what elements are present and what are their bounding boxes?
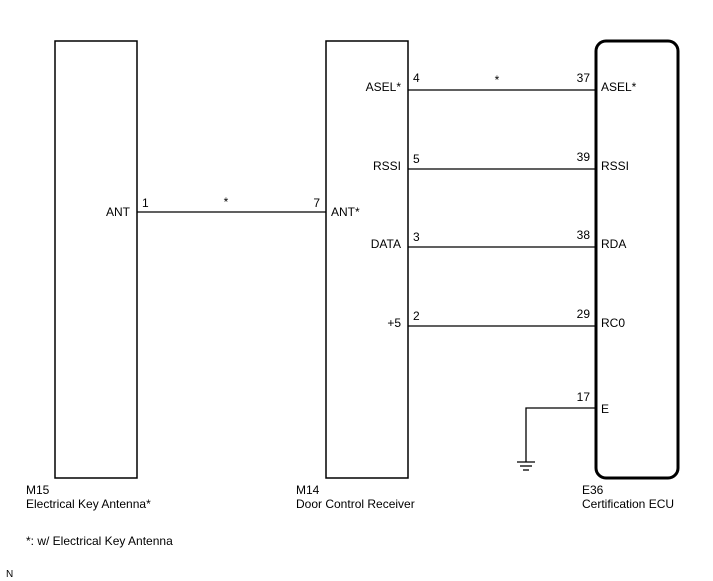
- e36-terminal-label: RC0: [601, 316, 625, 330]
- m14-left-pin-number: 7: [313, 196, 320, 210]
- m15-pin-number: 1: [142, 196, 149, 210]
- wire-mark-asel: *: [495, 73, 500, 87]
- m14-left-terminal-label: ANT*: [331, 205, 360, 219]
- e36-name: Certification ECU: [582, 497, 674, 511]
- m15-antenna-box: [54, 40, 138, 479]
- e36-terminal-label: RSSI: [601, 159, 629, 173]
- m14-code: M14: [296, 483, 320, 497]
- e36-terminal-label: RDA: [601, 237, 626, 251]
- m14-terminal-label: RSSI: [373, 159, 401, 173]
- m14-pin-number: 4: [413, 71, 420, 85]
- wire-mark-ant: *: [224, 195, 229, 209]
- e36-pin-number: 17: [577, 390, 591, 404]
- m14-pin-number: 2: [413, 309, 420, 323]
- m15-terminal-label: ANT: [106, 205, 131, 219]
- e36-pin-number: 39: [577, 150, 591, 164]
- m14-terminal-label: DATA: [371, 237, 401, 251]
- e36-code: E36: [582, 483, 604, 497]
- m15-name: Electrical Key Antenna*: [26, 497, 151, 511]
- corner-mark: N: [6, 569, 13, 580]
- m14-terminal-label: ASEL*: [366, 80, 402, 94]
- e36-ecu-box: [594, 39, 680, 480]
- m14-pin-number: 5: [413, 152, 420, 166]
- m14-name: Door Control Receiver: [296, 497, 415, 511]
- m15-code: M15: [26, 483, 50, 497]
- footnote: *: w/ Electrical Key Antenna: [26, 534, 173, 548]
- wire-ground: [525, 407, 596, 462]
- e36-terminal-label: E: [601, 402, 609, 416]
- m14-terminal-label: +5: [387, 316, 401, 330]
- m14-receiver-box: [325, 40, 409, 479]
- e36-terminal-label: ASEL*: [601, 80, 637, 94]
- ground-icon: [517, 461, 535, 471]
- e36-pin-number: 29: [577, 307, 591, 321]
- m14-pin-number: 3: [413, 230, 420, 244]
- e36-pin-number: 37: [577, 71, 591, 85]
- e36-pin-number: 38: [577, 228, 591, 242]
